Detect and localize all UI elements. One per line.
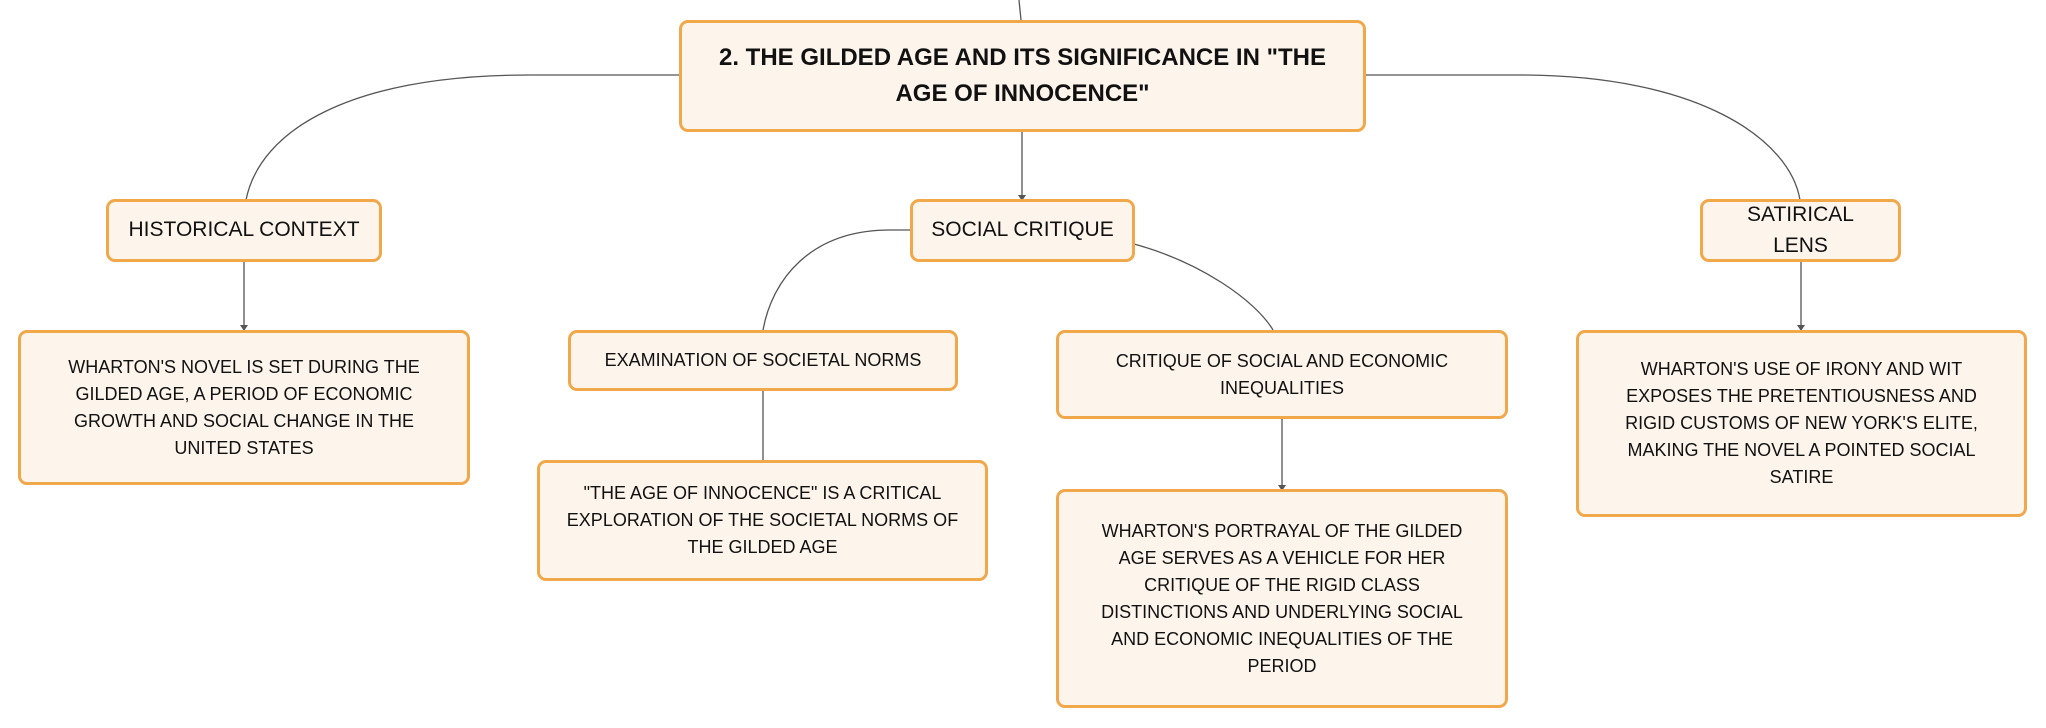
social-critique-node[interactable]: Social Critique	[910, 199, 1135, 262]
societal-norms-detail-label: "The Age of Innocence" is a critical exp…	[566, 483, 959, 557]
inequalities-detail-node[interactable]: Wharton's portrayal of the Gilded Age se…	[1056, 489, 1508, 708]
historical-context-label: Historical Context	[128, 218, 360, 242]
arrowhead-satirical-lens-leaf	[1797, 325, 1805, 331]
inequalities-node[interactable]: Critique of Social and Economic Inequali…	[1056, 330, 1508, 419]
historical-context-detail-label: Wharton's novel is set during the Gilded…	[68, 356, 420, 458]
social-critique-label: Social Critique	[931, 218, 1114, 242]
connector-social-critique-inequalities	[1133, 243, 1274, 331]
root-topic-label: 2. The Gilded Age and Its Significance i…	[719, 44, 1326, 107]
satirical-lens-detail-node[interactable]: Wharton's use of irony and wit exposes t…	[1576, 330, 2027, 517]
satirical-lens-detail-label: Wharton's use of irony and wit exposes t…	[1625, 359, 1978, 487]
connector-root-historical-context	[245, 74, 680, 201]
historical-context-node[interactable]: Historical Context	[106, 199, 382, 262]
arrowhead-social-critique	[1018, 195, 1026, 201]
connector-root-top	[1018, 0, 1022, 21]
inequalities-detail-label: Wharton's portrayal of the Gilded Age se…	[1101, 520, 1463, 676]
connector-social-critique-societal-norms	[762, 229, 911, 331]
arrowhead-inequalities-leaf	[1278, 485, 1286, 491]
connector-root-satirical-lens	[1365, 74, 1801, 201]
inequalities-label: Critique of Social and Economic Inequali…	[1115, 350, 1449, 398]
societal-norms-node[interactable]: Examination of Societal Norms	[568, 330, 958, 391]
societal-norms-detail-node[interactable]: "The Age of Innocence" is a critical exp…	[537, 460, 988, 581]
historical-context-detail-node[interactable]: Wharton's novel is set during the Gilded…	[18, 330, 470, 485]
societal-norms-label: Examination of Societal Norms	[604, 350, 922, 370]
satirical-lens-node[interactable]: Satirical Lens	[1700, 199, 1901, 262]
root-topic-node[interactable]: 2. The Gilded Age and Its Significance i…	[679, 20, 1366, 132]
arrowhead-historical-context-leaf	[240, 325, 248, 331]
satirical-lens-label: Satirical Lens	[1747, 203, 1854, 257]
